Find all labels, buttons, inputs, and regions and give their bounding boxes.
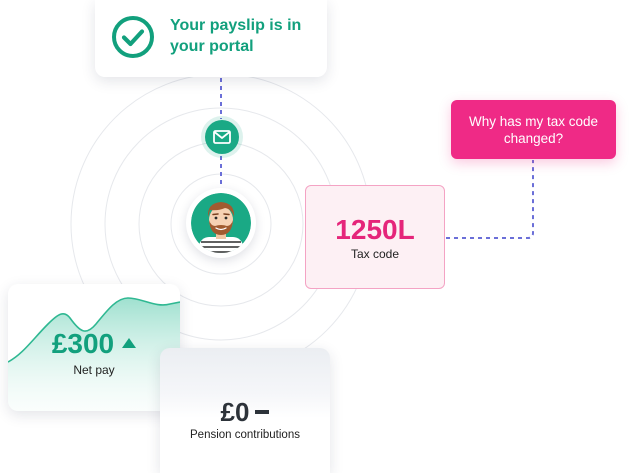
up-triangle-icon bbox=[122, 337, 137, 348]
tax-code-label: Tax code bbox=[350, 247, 400, 261]
net-pay-trend-graphic bbox=[8, 297, 180, 411]
pension-amount: £0 bbox=[160, 398, 330, 426]
mail-badge[interactable] bbox=[205, 120, 239, 154]
net-pay-amount: £300 bbox=[8, 329, 180, 359]
tax-code-card[interactable]: 1250L Tax code bbox=[305, 185, 445, 289]
net-pay-card[interactable]: £300 Net pay bbox=[8, 284, 180, 411]
checkmark-circle-icon bbox=[112, 16, 154, 58]
tax-code-value: 1250L bbox=[335, 214, 415, 245]
pension-card[interactable]: £0 Pension contributions bbox=[160, 348, 330, 473]
pension-label: Pension contributions bbox=[190, 429, 300, 441]
dash-icon bbox=[255, 410, 270, 415]
bearded-man-avatar-icon bbox=[191, 193, 251, 253]
connector-lines bbox=[220, 78, 534, 239]
avatar[interactable] bbox=[186, 188, 256, 258]
payslip-notification-card[interactable]: Your payslip is in your portal bbox=[95, 0, 327, 77]
question-text: Why has my tax code changed? bbox=[468, 113, 599, 146]
payslip-message: Your payslip is in your portal bbox=[170, 17, 302, 55]
envelope-icon bbox=[213, 130, 231, 144]
tax-code-question-bubble[interactable]: Why has my tax code changed? bbox=[451, 100, 616, 159]
net-pay-label: Net pay bbox=[73, 363, 115, 377]
